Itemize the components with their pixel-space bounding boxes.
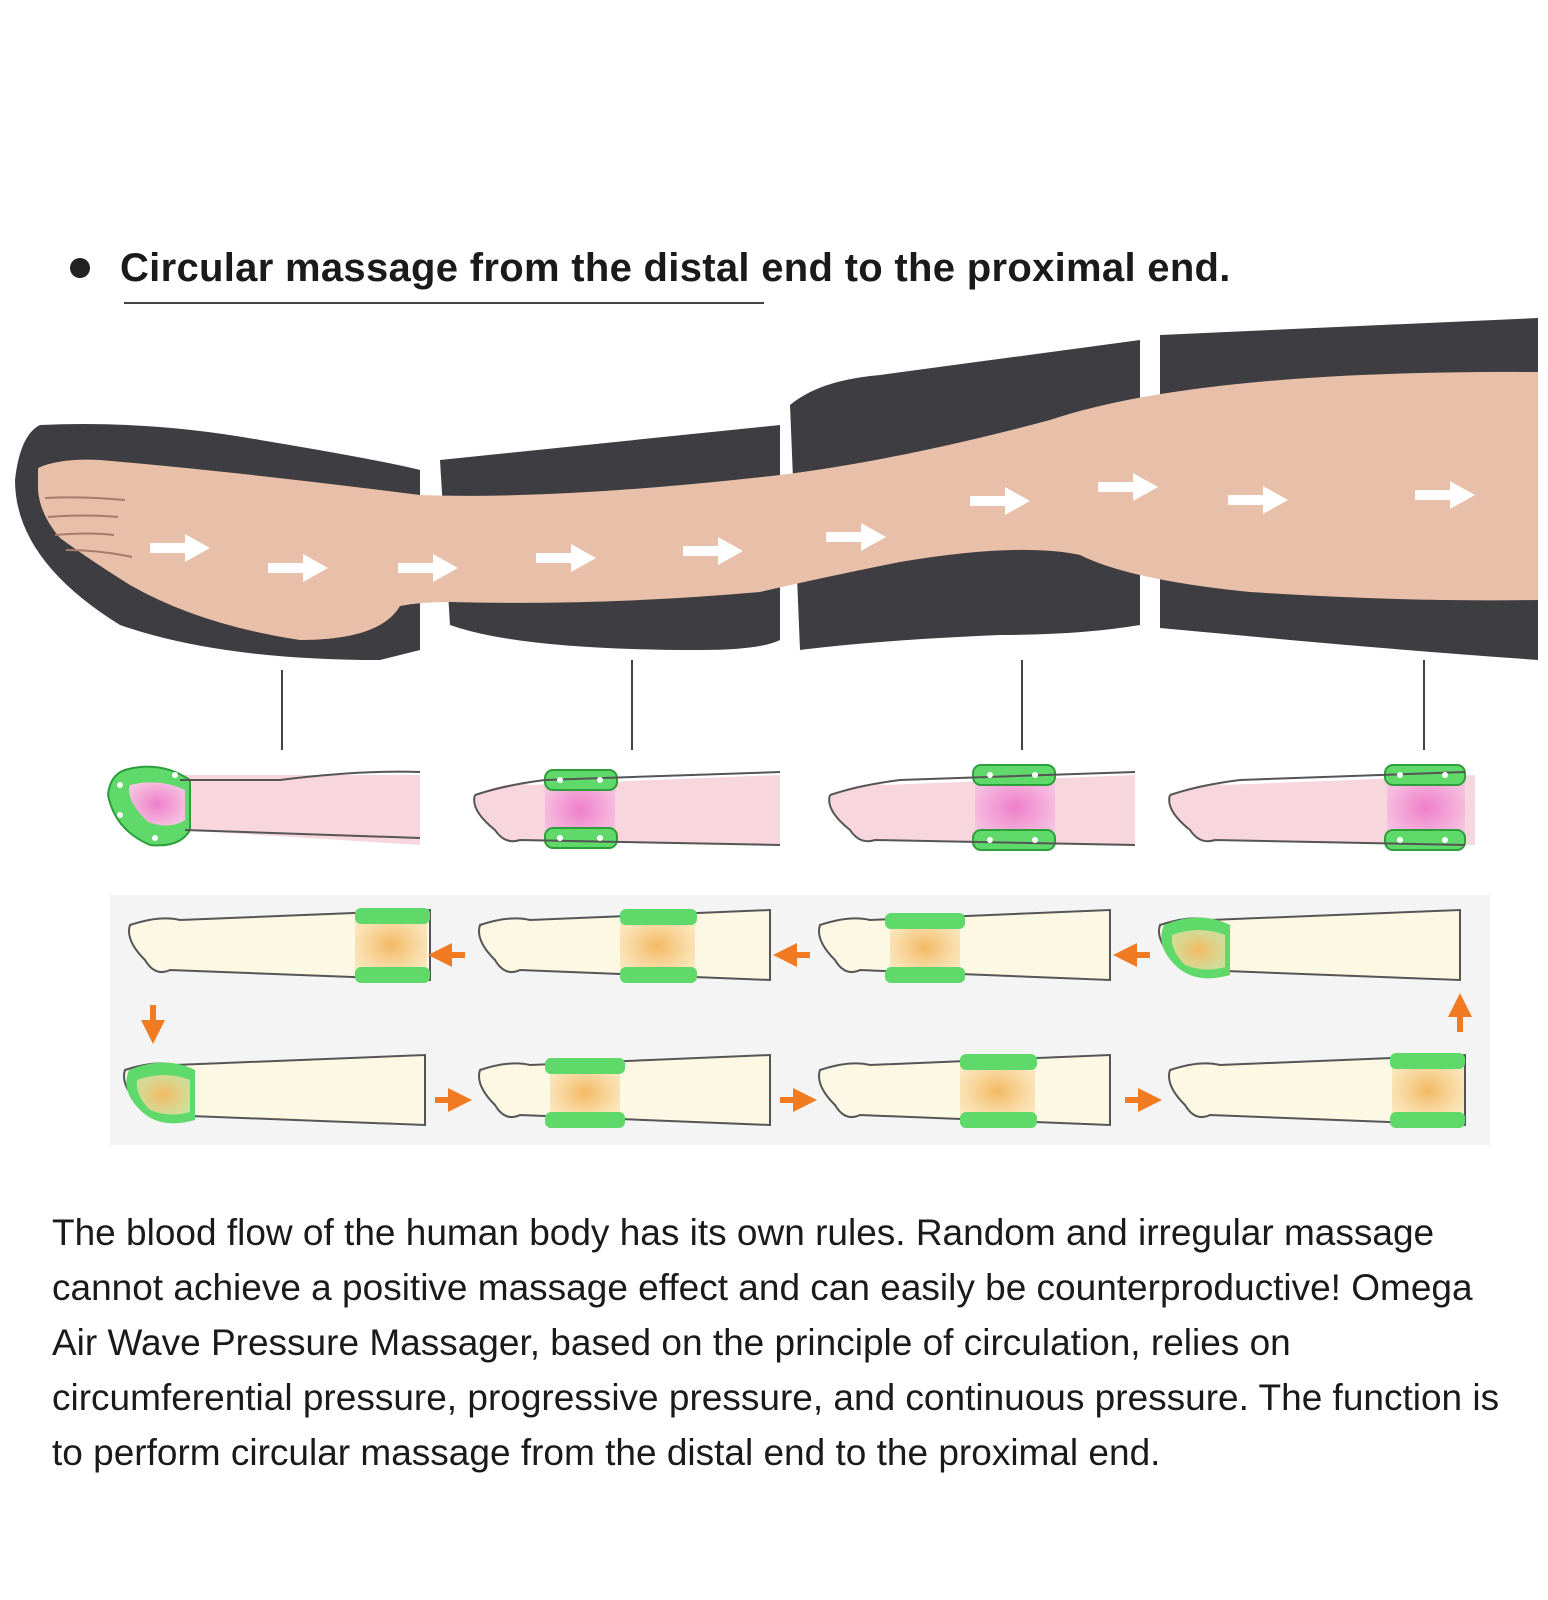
flow-arrow-icon — [683, 537, 743, 565]
heading: Circular massage from the distal end to … — [120, 245, 1231, 290]
chamber-panel-foot — [106, 765, 421, 847]
flow-arrow-icon — [1228, 486, 1288, 514]
sequence-step-calf-2 — [478, 1053, 771, 1128]
flow-arrow-icon — [1415, 481, 1475, 509]
flow-arrow-icon — [268, 554, 328, 582]
chamber-panel-thigh — [1168, 764, 1475, 851]
flow-arrow-icon — [826, 523, 886, 551]
description-paragraph: The blood flow of the human body has its… — [52, 1212, 1500, 1473]
heading-row: Circular massage from the distal end to … — [70, 238, 1231, 298]
main-leg-illustration — [15, 318, 1538, 750]
flow-arrow-icon — [1098, 473, 1158, 501]
sequence-step-knee — [478, 908, 771, 983]
sequence-step-thigh — [128, 908, 431, 983]
bullet-icon — [70, 258, 90, 278]
flow-arrows — [150, 473, 1475, 582]
sequence-step-calf — [818, 908, 1111, 983]
flow-arrow-icon — [150, 534, 210, 562]
chamber-panel-calf — [473, 769, 781, 849]
sequence-step-knee-2 — [818, 1053, 1111, 1128]
leader-lines — [281, 660, 1425, 750]
heading-underline — [124, 302, 764, 304]
sequence-step-thigh-2 — [1168, 1053, 1466, 1128]
flow-arrow-icon — [398, 554, 458, 582]
flow-arrow-icon — [970, 487, 1030, 515]
toe-lines — [44, 496, 133, 558]
chamber-row — [106, 764, 1475, 851]
sequence-diagram — [110, 895, 1490, 1145]
leg-massage-diagram — [15, 318, 1538, 1145]
sequence-step-foot-2 — [123, 1053, 426, 1127]
chamber-panel-knee — [828, 764, 1136, 851]
flow-arrow-icon — [536, 544, 596, 572]
sequence-step-foot — [1158, 908, 1461, 982]
